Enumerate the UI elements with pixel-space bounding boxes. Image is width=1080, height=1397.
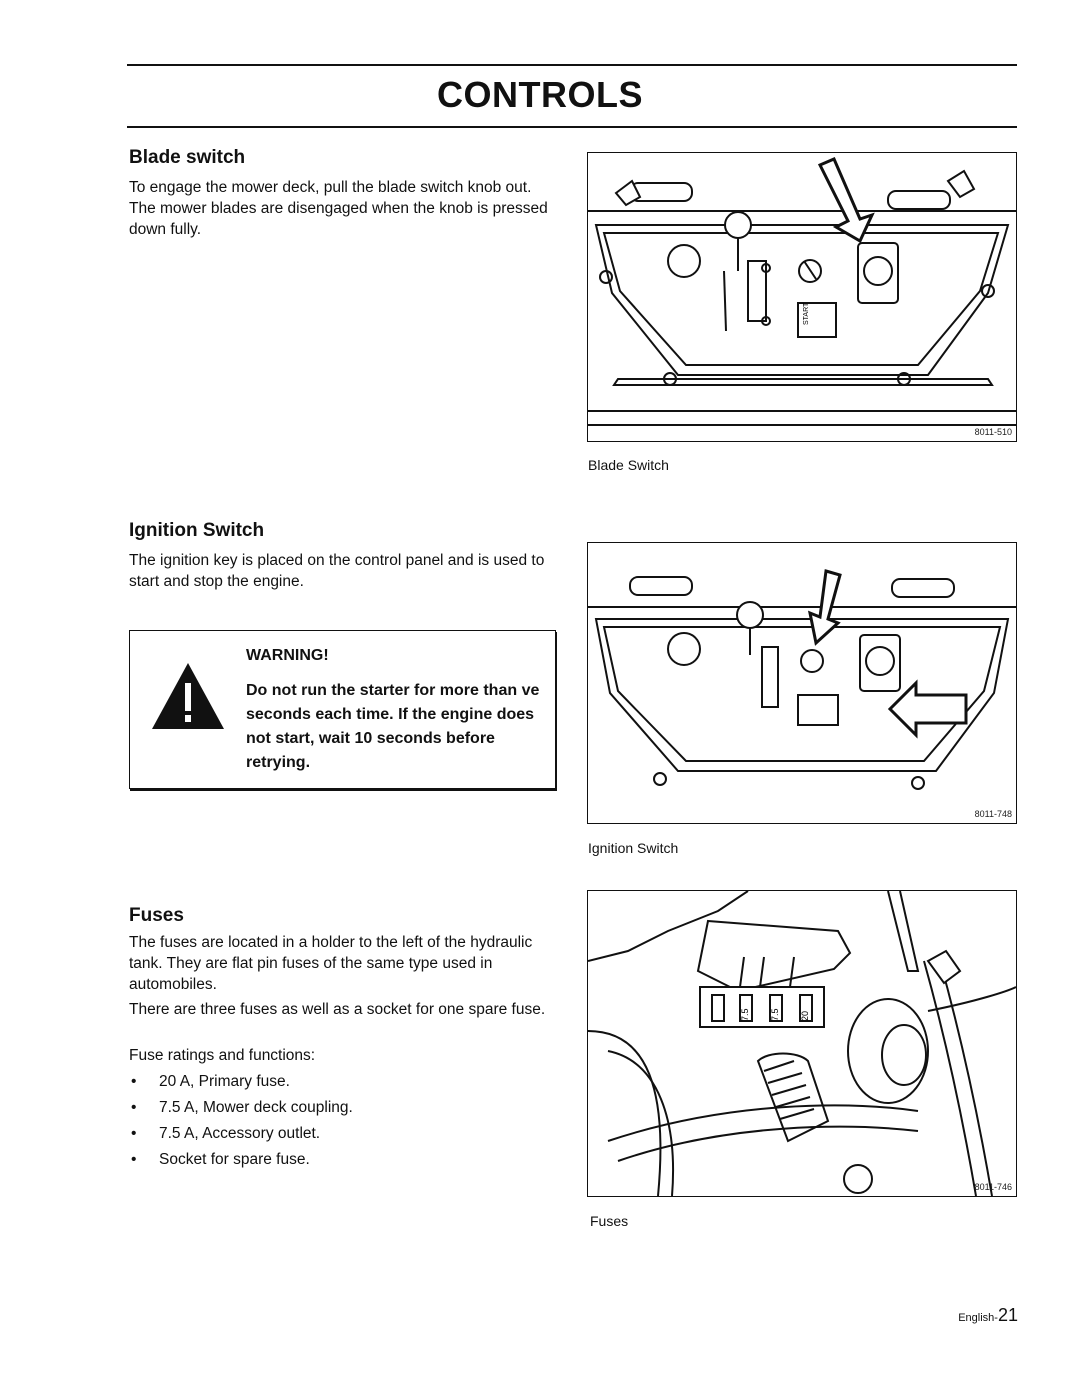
- fuse-label-2: 7.5: [770, 1008, 780, 1021]
- blade-switch-figure: START 8011-510: [587, 152, 1017, 442]
- warning-triangle-icon: [152, 663, 224, 729]
- fuses-text-count: There are three fuses as well as a socke…: [129, 1001, 546, 1018]
- start-label: START: [803, 302, 810, 325]
- figure-code: 8011-746: [974, 1182, 1012, 1192]
- warning-box: [129, 630, 556, 789]
- fuses-text-location: The fuses are located in a holder to the…: [129, 934, 533, 993]
- ignition-switch-figure: 8011-748: [587, 542, 1017, 824]
- ignition-switch-caption: Ignition Switch: [588, 840, 679, 856]
- fuses-figure: 7.5 7.5 20 8011-746: [587, 890, 1017, 1197]
- ignition-panel-illustration: [588, 569, 1016, 790]
- warning-text: Do not run the starter for more than ve …: [246, 682, 540, 771]
- figure-code: 8011-510: [974, 427, 1012, 437]
- ignition-switch-heading: Ignition Switch: [129, 520, 265, 541]
- control-panel-illustration: START: [588, 157, 1016, 426]
- fuse-label-3: 20: [800, 1011, 810, 1021]
- title-rule: [127, 126, 1017, 128]
- blade-switch-heading: Blade switch: [129, 147, 246, 168]
- blade-switch-caption: Blade Switch: [588, 457, 669, 473]
- fuse-holder-illustration: 7.5 7.5 20: [588, 891, 1016, 1196]
- list-item: •Socket for spare fuse.: [131, 1151, 310, 1168]
- blade-switch-text: To engage the mower deck, pull the blade…: [129, 179, 548, 238]
- fuses-caption: Fuses: [590, 1213, 629, 1229]
- page-number: English-21: [958, 1305, 1018, 1325]
- ignition-switch-text: The ignition key is placed on the contro…: [129, 552, 545, 590]
- list-item: •7.5 A, Mower deck coupling.: [131, 1099, 353, 1116]
- page-title: CONTROLS: [437, 74, 643, 115]
- fuses-text-ratings: Fuse ratings and functions:: [129, 1047, 316, 1064]
- fuse-list: •20 A, Primary fuse. •7.5 A, Mower deck …: [131, 1071, 353, 1175]
- fuse-label-1: 7.5: [740, 1008, 750, 1021]
- list-item: •20 A, Primary fuse.: [131, 1073, 290, 1090]
- figure-code: 8011-748: [974, 809, 1012, 819]
- list-item: •7.5 A, Accessory outlet.: [131, 1125, 321, 1142]
- top-rule: [127, 64, 1017, 66]
- warning-title: WARNING!: [246, 647, 329, 664]
- fuses-heading: Fuses: [129, 905, 184, 926]
